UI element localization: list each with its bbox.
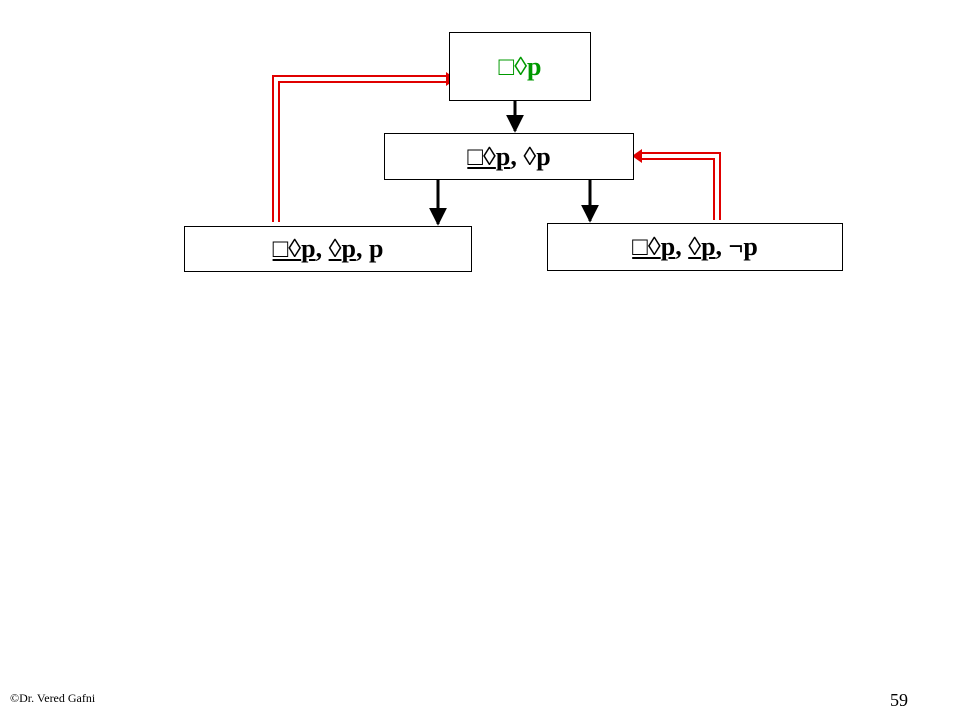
node-right-sep1: , — [675, 232, 689, 261]
node-right-term1-ops: □◊ — [632, 232, 661, 261]
node-right: □◊p, ◊p, ¬p — [547, 223, 843, 271]
copyright-notice: ©Dr. Vered Gafni — [10, 691, 96, 705]
node-middle: □◊p, ◊p — [384, 133, 634, 180]
node-root-prop: p — [527, 51, 542, 81]
node-left-term3: p — [368, 234, 384, 263]
node-right-term1-prop: p — [660, 232, 676, 261]
node-left: □◊p, ◊p, p — [184, 226, 472, 272]
node-right-sep2: , — [715, 232, 729, 261]
node-root-operators: □◊ — [498, 51, 528, 81]
node-left-sep2: , — [355, 234, 369, 263]
node-left-term2-ops: ◊ — [328, 234, 342, 263]
node-middle-term2-ops: ◊ — [523, 141, 537, 171]
node-left-term1-ops: □◊ — [272, 234, 302, 263]
node-left-sep1: , — [315, 234, 329, 263]
node-root: □◊p — [449, 32, 591, 101]
node-middle-term2-prop: p — [536, 141, 551, 171]
node-middle-term1-prop: p — [495, 141, 511, 171]
node-left-term2-prop: p — [341, 234, 356, 263]
node-right-term3: ¬p — [728, 232, 758, 261]
node-middle-sep: , — [510, 141, 524, 171]
back-edge-right-to-middle — [632, 149, 721, 220]
node-middle-term1-ops: □◊ — [467, 141, 496, 171]
node-right-term2-prop: p — [701, 232, 716, 261]
slide-number: 59 — [890, 690, 908, 710]
node-right-term2-ops: ◊ — [688, 232, 702, 261]
node-left-term1-prop: p — [301, 234, 316, 263]
